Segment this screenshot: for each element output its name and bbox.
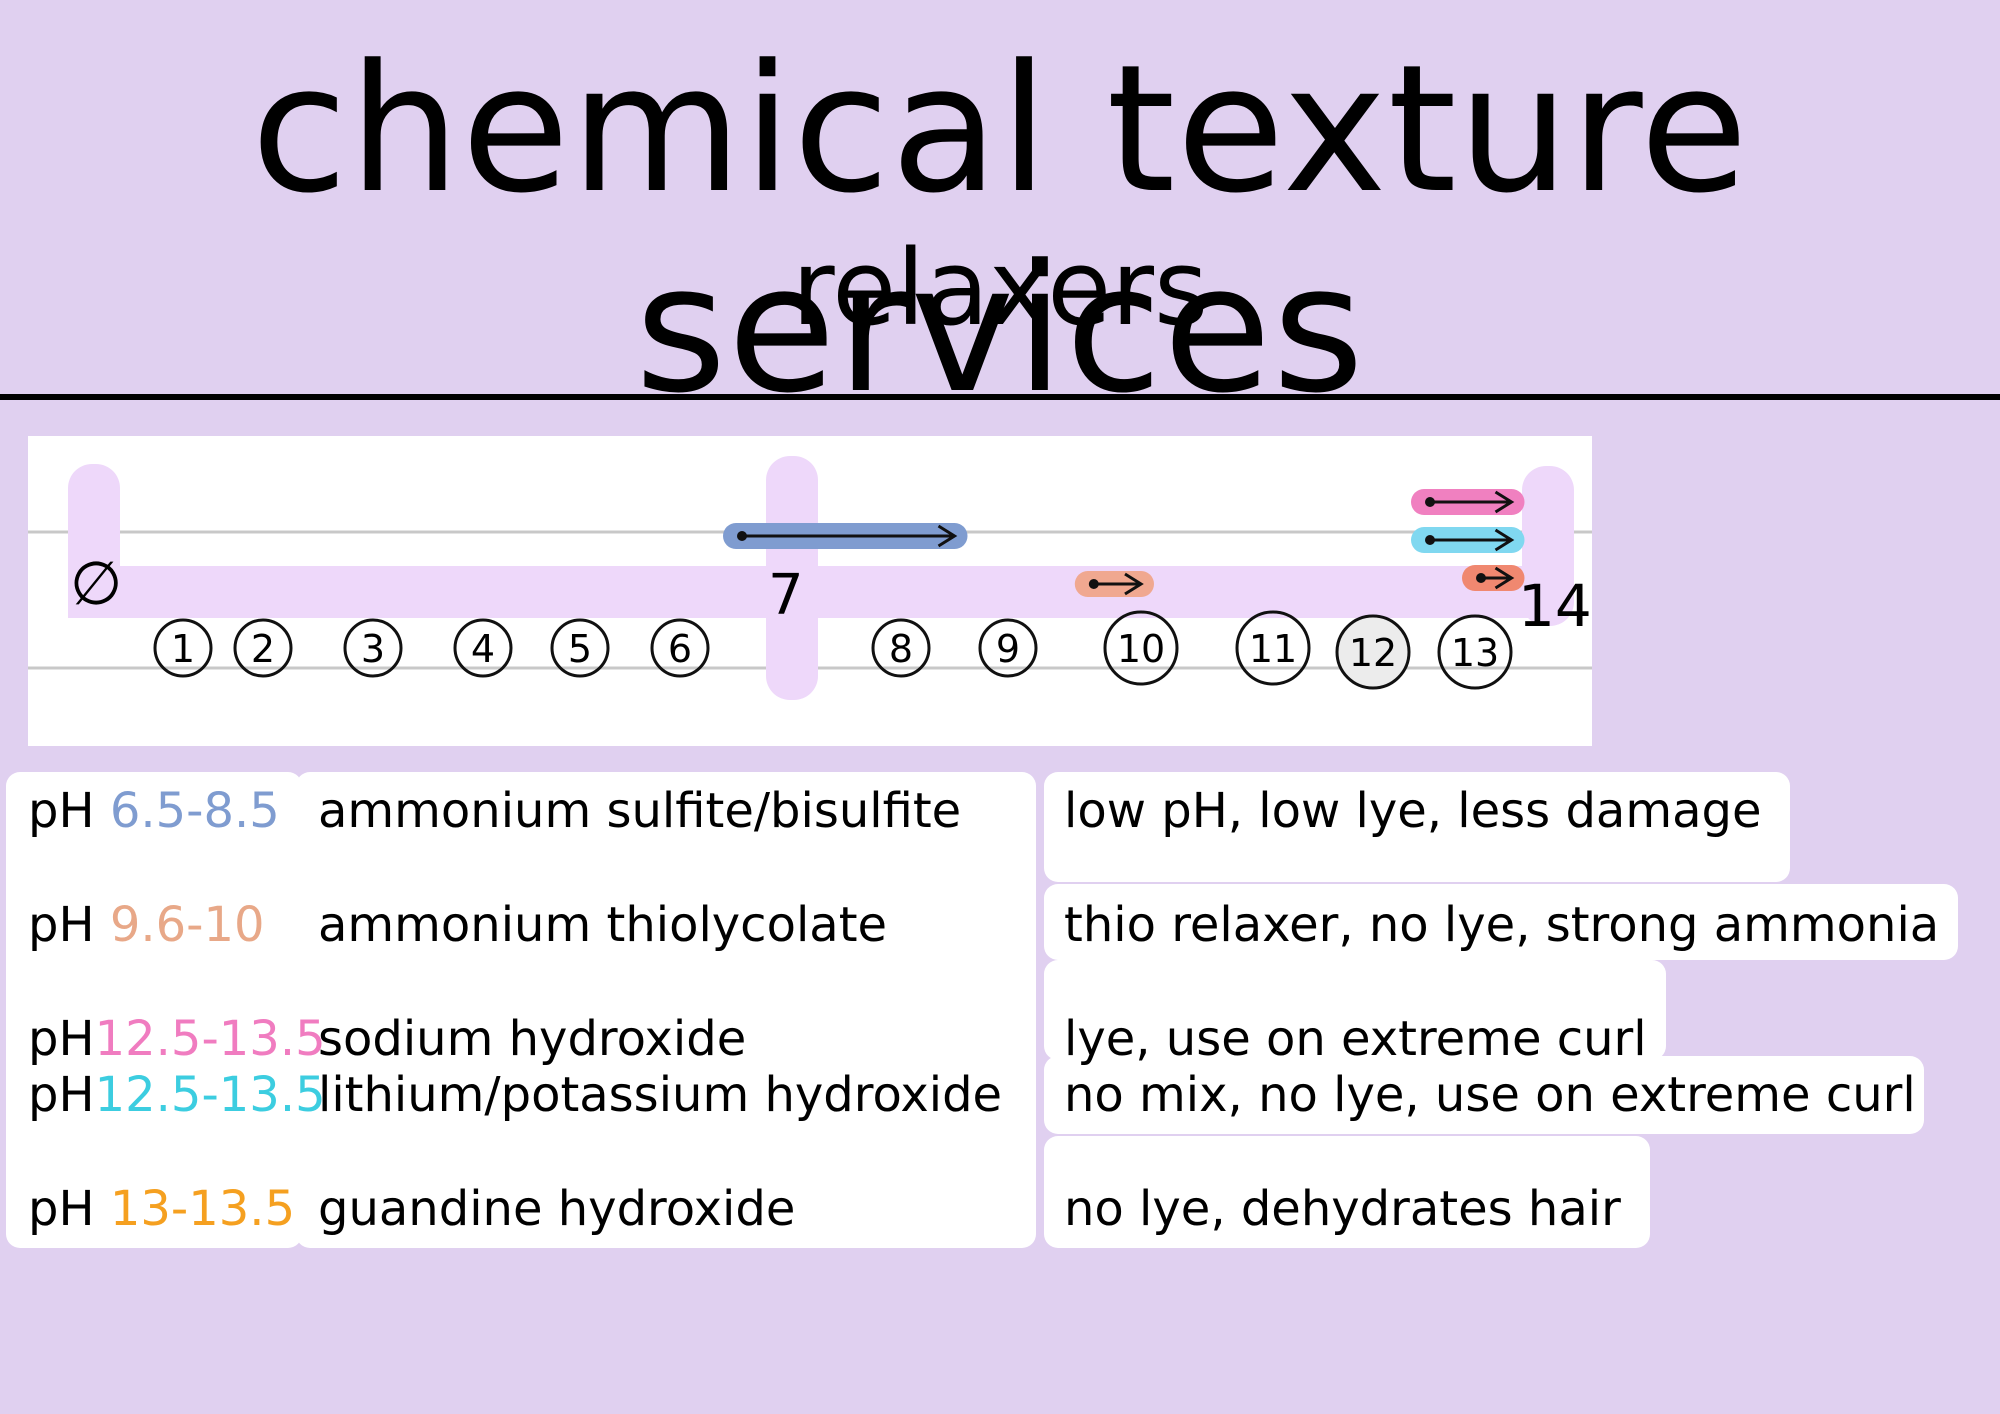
arrow-head [1494, 528, 1515, 552]
scale-number-circle [550, 618, 610, 678]
table-row-3-ph: pH12.5-13.5 [28, 1010, 326, 1068]
ph-range: 13-13.5 [109, 1181, 296, 1237]
table-row-1-ph: pH 6.5-8.5 [28, 782, 280, 840]
arrow-dot [737, 531, 747, 541]
table-row-4-chemical: lithium/potassium hydroxide [318, 1067, 1003, 1123]
table-row-2-note: thio relaxer, no lye, strong ammonia [1064, 897, 1940, 953]
scale-number-6: 6 [650, 618, 710, 678]
scale-number-text: 6 [668, 627, 692, 671]
scale-number-text: 5 [568, 627, 592, 671]
ph-range: 12.5-13.5 [94, 1067, 326, 1123]
scale-number-circle [871, 618, 931, 678]
scale-number-circle [1335, 614, 1411, 690]
scale-number-8: 8 [871, 618, 931, 678]
ph-prefix: pH [28, 897, 110, 953]
ph-range-arrow-4 [1411, 527, 1525, 553]
arrow-head [1494, 566, 1515, 590]
scale-number-circle [453, 618, 513, 678]
table-row-4-ph: pH12.5-13.5 [28, 1066, 326, 1124]
scale-number-circle [1103, 610, 1179, 686]
arrows-group [723, 489, 1525, 597]
scale-number-circle [978, 618, 1038, 678]
zero-label: ∅ [70, 549, 122, 619]
note-row5-bg [1044, 1136, 1650, 1248]
table-row-5-ph: pH 13-13.5 [28, 1180, 295, 1238]
ph-range: 12.5-13.5 [94, 1011, 326, 1067]
seven-highlight [766, 456, 818, 700]
table-row-3-chemical: sodium hydroxide [318, 1011, 747, 1067]
fourteen-label: 14 [1518, 572, 1592, 640]
scale-number-circle [650, 618, 710, 678]
chemical-column-bg [296, 772, 1036, 1248]
table-row-1-note: low pH, low lye, less damage [1064, 783, 1762, 839]
scale-number-circle [1235, 610, 1311, 686]
fourteen-highlight [1522, 466, 1574, 626]
scale-number-12: 12 [1335, 614, 1411, 690]
scale-number-text: 9 [996, 627, 1020, 671]
scale-number-11: 11 [1235, 610, 1311, 686]
scale-number-circle [1437, 614, 1513, 690]
scale-number-text: 2 [251, 627, 275, 671]
ph-prefix: pH [28, 783, 110, 839]
scale-number-text: 3 [361, 627, 385, 671]
scale-number-circle [153, 618, 213, 678]
page-title: chemical texture services [250, 27, 1750, 432]
scale-number-text: 1 [171, 627, 195, 671]
scale-number-text: 13 [1451, 631, 1499, 675]
ph-range: 6.5-8.5 [109, 783, 280, 839]
ph-range-arrow-1 [723, 523, 968, 549]
scale-number-text: 12 [1349, 631, 1397, 675]
scale-number-10: 10 [1103, 610, 1179, 686]
zero-highlight [68, 464, 120, 614]
scale-number-text: 8 [889, 627, 913, 671]
scale-number-circle [233, 618, 293, 678]
table-row-5-chemical: guandine hydroxide [318, 1181, 796, 1237]
table-row-2-ph: pH 9.6-10 [28, 896, 265, 954]
ph-range-arrow-3 [1411, 489, 1525, 515]
scale-number-5: 5 [550, 618, 610, 678]
page-subtitle: relaxers [791, 227, 1209, 349]
divider [0, 394, 2000, 400]
table-row-3-note: lye, use on extreme curl [1064, 1011, 1647, 1067]
arrow-dot [1088, 579, 1099, 589]
scale-number-3: 3 [343, 618, 403, 678]
scale-number-text: 11 [1249, 627, 1297, 671]
arrow-head [937, 524, 958, 548]
ph-range-arrow-5 [1462, 565, 1525, 591]
scale-number-circle [343, 618, 403, 678]
table-row-4-note: no mix, no lye, use on extreme curl [1064, 1067, 1916, 1123]
note-row4-bg [1044, 1056, 1924, 1134]
note-row3-bg [1044, 960, 1666, 1060]
ph-prefix: pH [28, 1011, 95, 1067]
arrow-head [1494, 490, 1515, 514]
ph-range: 9.6-10 [109, 897, 265, 953]
ph-prefix: pH [28, 1181, 110, 1237]
ph-range-arrow-2 [1074, 571, 1154, 597]
scale-number-2: 2 [233, 618, 293, 678]
note-row1-bg [1044, 772, 1790, 882]
table-row-2-chemical: ammonium thiolycolate [318, 897, 888, 953]
note-row2-bg [1044, 884, 1958, 960]
arrow-dot [1425, 497, 1435, 507]
scale-number-4: 4 [453, 618, 513, 678]
seven-label: 7 [768, 563, 804, 628]
ph-column-bg [6, 772, 302, 1248]
scale-number-13: 13 [1437, 614, 1513, 690]
scale-number-1: 1 [153, 618, 213, 678]
scale-number-text: 4 [471, 627, 495, 671]
arrow-dot [1425, 535, 1435, 545]
table-row-1-chemical: ammonium sulfite/bisulfite [318, 783, 962, 839]
scale-number-text: 10 [1117, 627, 1165, 671]
scale-number-9: 9 [978, 618, 1038, 678]
ph-prefix: pH [28, 1067, 95, 1123]
arrow-dot [1476, 573, 1486, 583]
table-row-5-note: no lye, dehydrates hair [1064, 1181, 1621, 1237]
arrow-head [1124, 572, 1144, 596]
